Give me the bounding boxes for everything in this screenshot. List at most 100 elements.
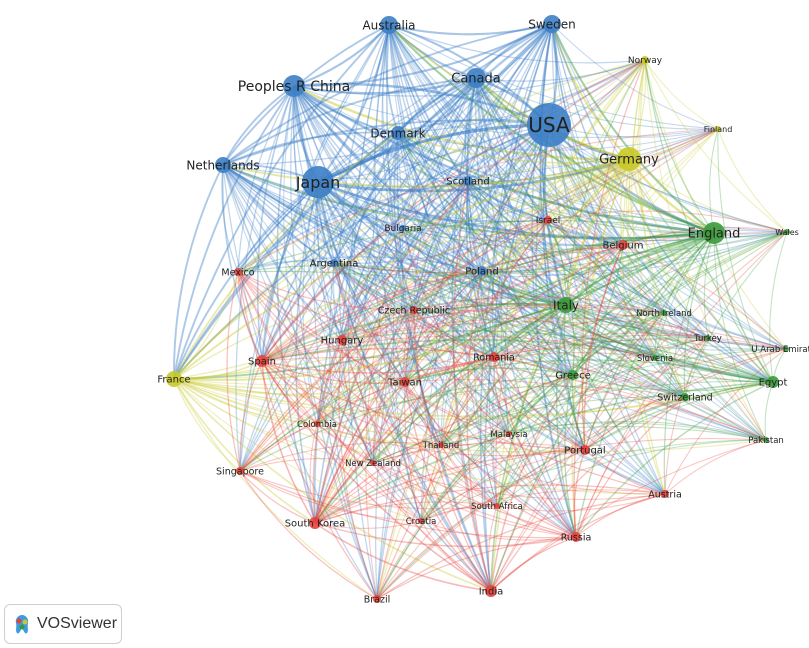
- node-finland[interactable]: [715, 126, 721, 132]
- node-scotland[interactable]: [463, 176, 473, 186]
- node-austria[interactable]: [661, 490, 669, 498]
- node-russia[interactable]: [571, 532, 581, 542]
- link-bulgaria-england: [402, 227, 715, 250]
- node-new-zealand[interactable]: [370, 460, 376, 466]
- node-poland[interactable]: [477, 266, 487, 276]
- link-norway-england: [644, 59, 715, 234]
- link-sweden-england: [551, 23, 715, 234]
- node-malaysia[interactable]: [506, 431, 512, 437]
- link-canada-south-korea: [314, 77, 477, 524]
- node-label-portugal: Portugal: [564, 446, 605, 457]
- link-taiwan-new-zealand: [372, 381, 406, 464]
- node-wales[interactable]: [784, 229, 790, 235]
- link-south-africa-south-korea: [314, 501, 498, 524]
- node-sweden[interactable]: [543, 15, 561, 33]
- node-label-croatia: Croatia: [406, 517, 437, 527]
- link-denmark-portugal: [397, 132, 586, 451]
- node-australia[interactable]: [380, 16, 398, 34]
- node-thailand[interactable]: [438, 442, 444, 448]
- node-england[interactable]: [703, 222, 725, 244]
- node-brazil[interactable]: [373, 595, 381, 603]
- link-sweden-romania: [491, 23, 553, 358]
- node-south-africa[interactable]: [494, 503, 500, 509]
- node-pakistan[interactable]: [763, 437, 769, 443]
- link-france-austria: [173, 378, 666, 495]
- link-japan-slovenia: [317, 181, 656, 359]
- node-denmark[interactable]: [391, 126, 405, 140]
- node-label-south-africa: South Africa: [471, 502, 523, 512]
- link-israel-singapore: [239, 219, 549, 472]
- link-germany-colombia: [316, 158, 630, 425]
- node-colombia[interactable]: [314, 421, 320, 427]
- node-bulgaria[interactable]: [400, 225, 406, 231]
- link-france-singapore: [173, 378, 241, 472]
- link-egypt-russia: [575, 381, 774, 538]
- node-croatia[interactable]: [418, 518, 424, 524]
- node-france[interactable]: [166, 371, 182, 387]
- link-denmark-turkey: [397, 132, 709, 339]
- link-pakistan-malaysia: [508, 420, 767, 441]
- node-mexico[interactable]: [234, 268, 242, 276]
- node-greece[interactable]: [568, 370, 578, 380]
- link-turkey-colombia: [316, 337, 709, 425]
- node-singapore[interactable]: [236, 467, 244, 475]
- node-germany[interactable]: [617, 147, 641, 171]
- node-slovenia[interactable]: [652, 355, 658, 361]
- node-egypt[interactable]: [767, 376, 779, 388]
- node-u-arab-emirates[interactable]: [783, 346, 789, 352]
- node-switzerland[interactable]: [681, 393, 689, 401]
- node-israel[interactable]: [544, 216, 552, 224]
- node-japan[interactable]: [302, 166, 334, 198]
- node-italy[interactable]: [558, 297, 574, 313]
- node-label-south-korea: South Korea: [285, 519, 346, 530]
- link-peoples-r-china-australia: [293, 24, 390, 87]
- link-argentina-spain: [261, 262, 335, 362]
- node-turkey[interactable]: [705, 335, 711, 341]
- node-canada[interactable]: [466, 68, 486, 88]
- link-scotland-mexico: [237, 180, 469, 273]
- link-peoples-r-china-romania: [293, 85, 495, 358]
- link-usa-hungary: [341, 124, 550, 341]
- link-poland-taiwan: [404, 270, 483, 383]
- link-australia-france: [173, 24, 390, 380]
- link-italy-taiwan: [404, 304, 567, 383]
- link-north-ireland-portugal: [584, 312, 665, 451]
- link-netherlands-norway: [222, 59, 646, 166]
- link-turkey-switzerland: [684, 337, 709, 398]
- node-usa[interactable]: [527, 103, 571, 147]
- link-sweden-france: [173, 23, 553, 380]
- link-peoples-r-china-spain: [256, 85, 295, 362]
- link-denmark-hungary: [341, 132, 399, 341]
- node-label-thailand: Thailand: [422, 441, 460, 451]
- link-sweden-south-korea: [314, 23, 553, 524]
- link-norway-italy: [565, 59, 646, 306]
- link-canada-israel: [475, 77, 549, 221]
- node-spain[interactable]: [256, 355, 268, 367]
- link-peoples-r-china-taiwan: [293, 85, 406, 383]
- node-hungary[interactable]: [337, 335, 347, 345]
- node-peoples-r-china[interactable]: [283, 75, 305, 97]
- link-taiwan-india: [404, 381, 492, 592]
- node-north-ireland[interactable]: [661, 310, 667, 316]
- link-england-turkey: [703, 232, 715, 339]
- link-canada-hungary: [341, 77, 477, 341]
- node-india[interactable]: [485, 585, 497, 597]
- node-argentina[interactable]: [330, 259, 338, 267]
- link-france-switzerland: [173, 378, 686, 420]
- link-italy-slovenia: [565, 304, 656, 359]
- node-taiwan[interactable]: [400, 377, 410, 387]
- link-spain-singapore: [239, 360, 263, 472]
- link-argentina-italy: [333, 262, 567, 307]
- link-norway-finland: [644, 59, 719, 130]
- link-australia-romania: [388, 24, 495, 358]
- node-belgium[interactable]: [618, 240, 628, 250]
- node-romania[interactable]: [489, 352, 499, 362]
- node-netherlands[interactable]: [215, 157, 231, 173]
- node-czech-republic[interactable]: [410, 306, 418, 314]
- link-finland-south-africa: [496, 128, 719, 507]
- link-slovenia-czech-republic: [413, 309, 656, 359]
- link-mexico-india: [237, 271, 492, 592]
- node-portugal[interactable]: [580, 445, 590, 455]
- node-norway[interactable]: [641, 56, 649, 64]
- node-south-korea[interactable]: [309, 517, 321, 529]
